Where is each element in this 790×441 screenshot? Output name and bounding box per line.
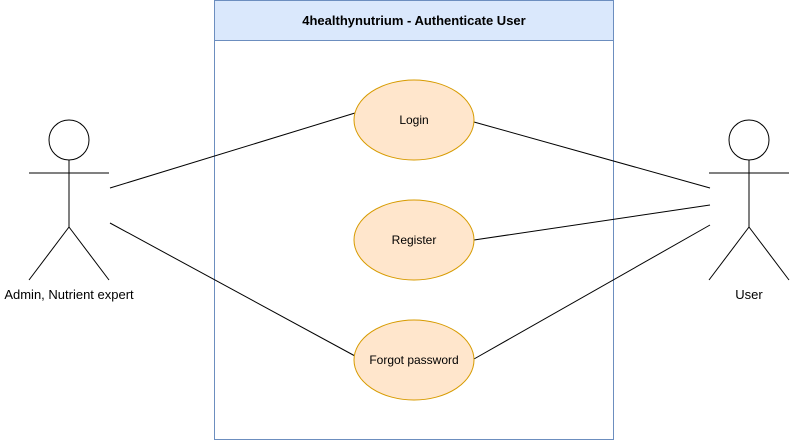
- actor-user-head: [728, 119, 770, 161]
- use-case-forgot-password-ellipse: [353, 319, 475, 401]
- actor-admin: [28, 119, 110, 281]
- actor-admin-head: [48, 119, 90, 161]
- actor-admin-label: Admin, Nutrient expert: [4, 287, 134, 302]
- use-case-login-ellipse: [353, 79, 475, 161]
- use-case-login: Login: [353, 79, 475, 161]
- actor-user-right-leg: [748, 226, 790, 281]
- association-user-register: [473, 204, 711, 241]
- use-case-forgot-password: Forgot password: [353, 319, 475, 401]
- actor-admin-right-leg: [68, 226, 110, 281]
- actor-user-left-leg: [708, 226, 750, 281]
- actor-user-label: User: [735, 287, 763, 302]
- association-user-forgot-password: [473, 224, 711, 360]
- actor-user: [708, 119, 790, 281]
- use-case-register: Register: [353, 199, 475, 281]
- association-user-login: [473, 121, 711, 189]
- association-admin-login: [109, 112, 356, 189]
- use-case-forgot-password-label: Forgot password: [369, 353, 458, 367]
- associations: [109, 112, 711, 360]
- use-case-register-ellipse: [353, 199, 475, 281]
- use-case-register-label: Register: [392, 233, 437, 247]
- actor-admin-left-leg: [28, 226, 70, 281]
- use-case-login-label: Login: [399, 113, 428, 127]
- association-admin-forgot-password: [109, 222, 356, 357]
- system-title-bar: [214, 0, 614, 41]
- system-title: 4healthynutrium - Authenticate User: [302, 13, 525, 28]
